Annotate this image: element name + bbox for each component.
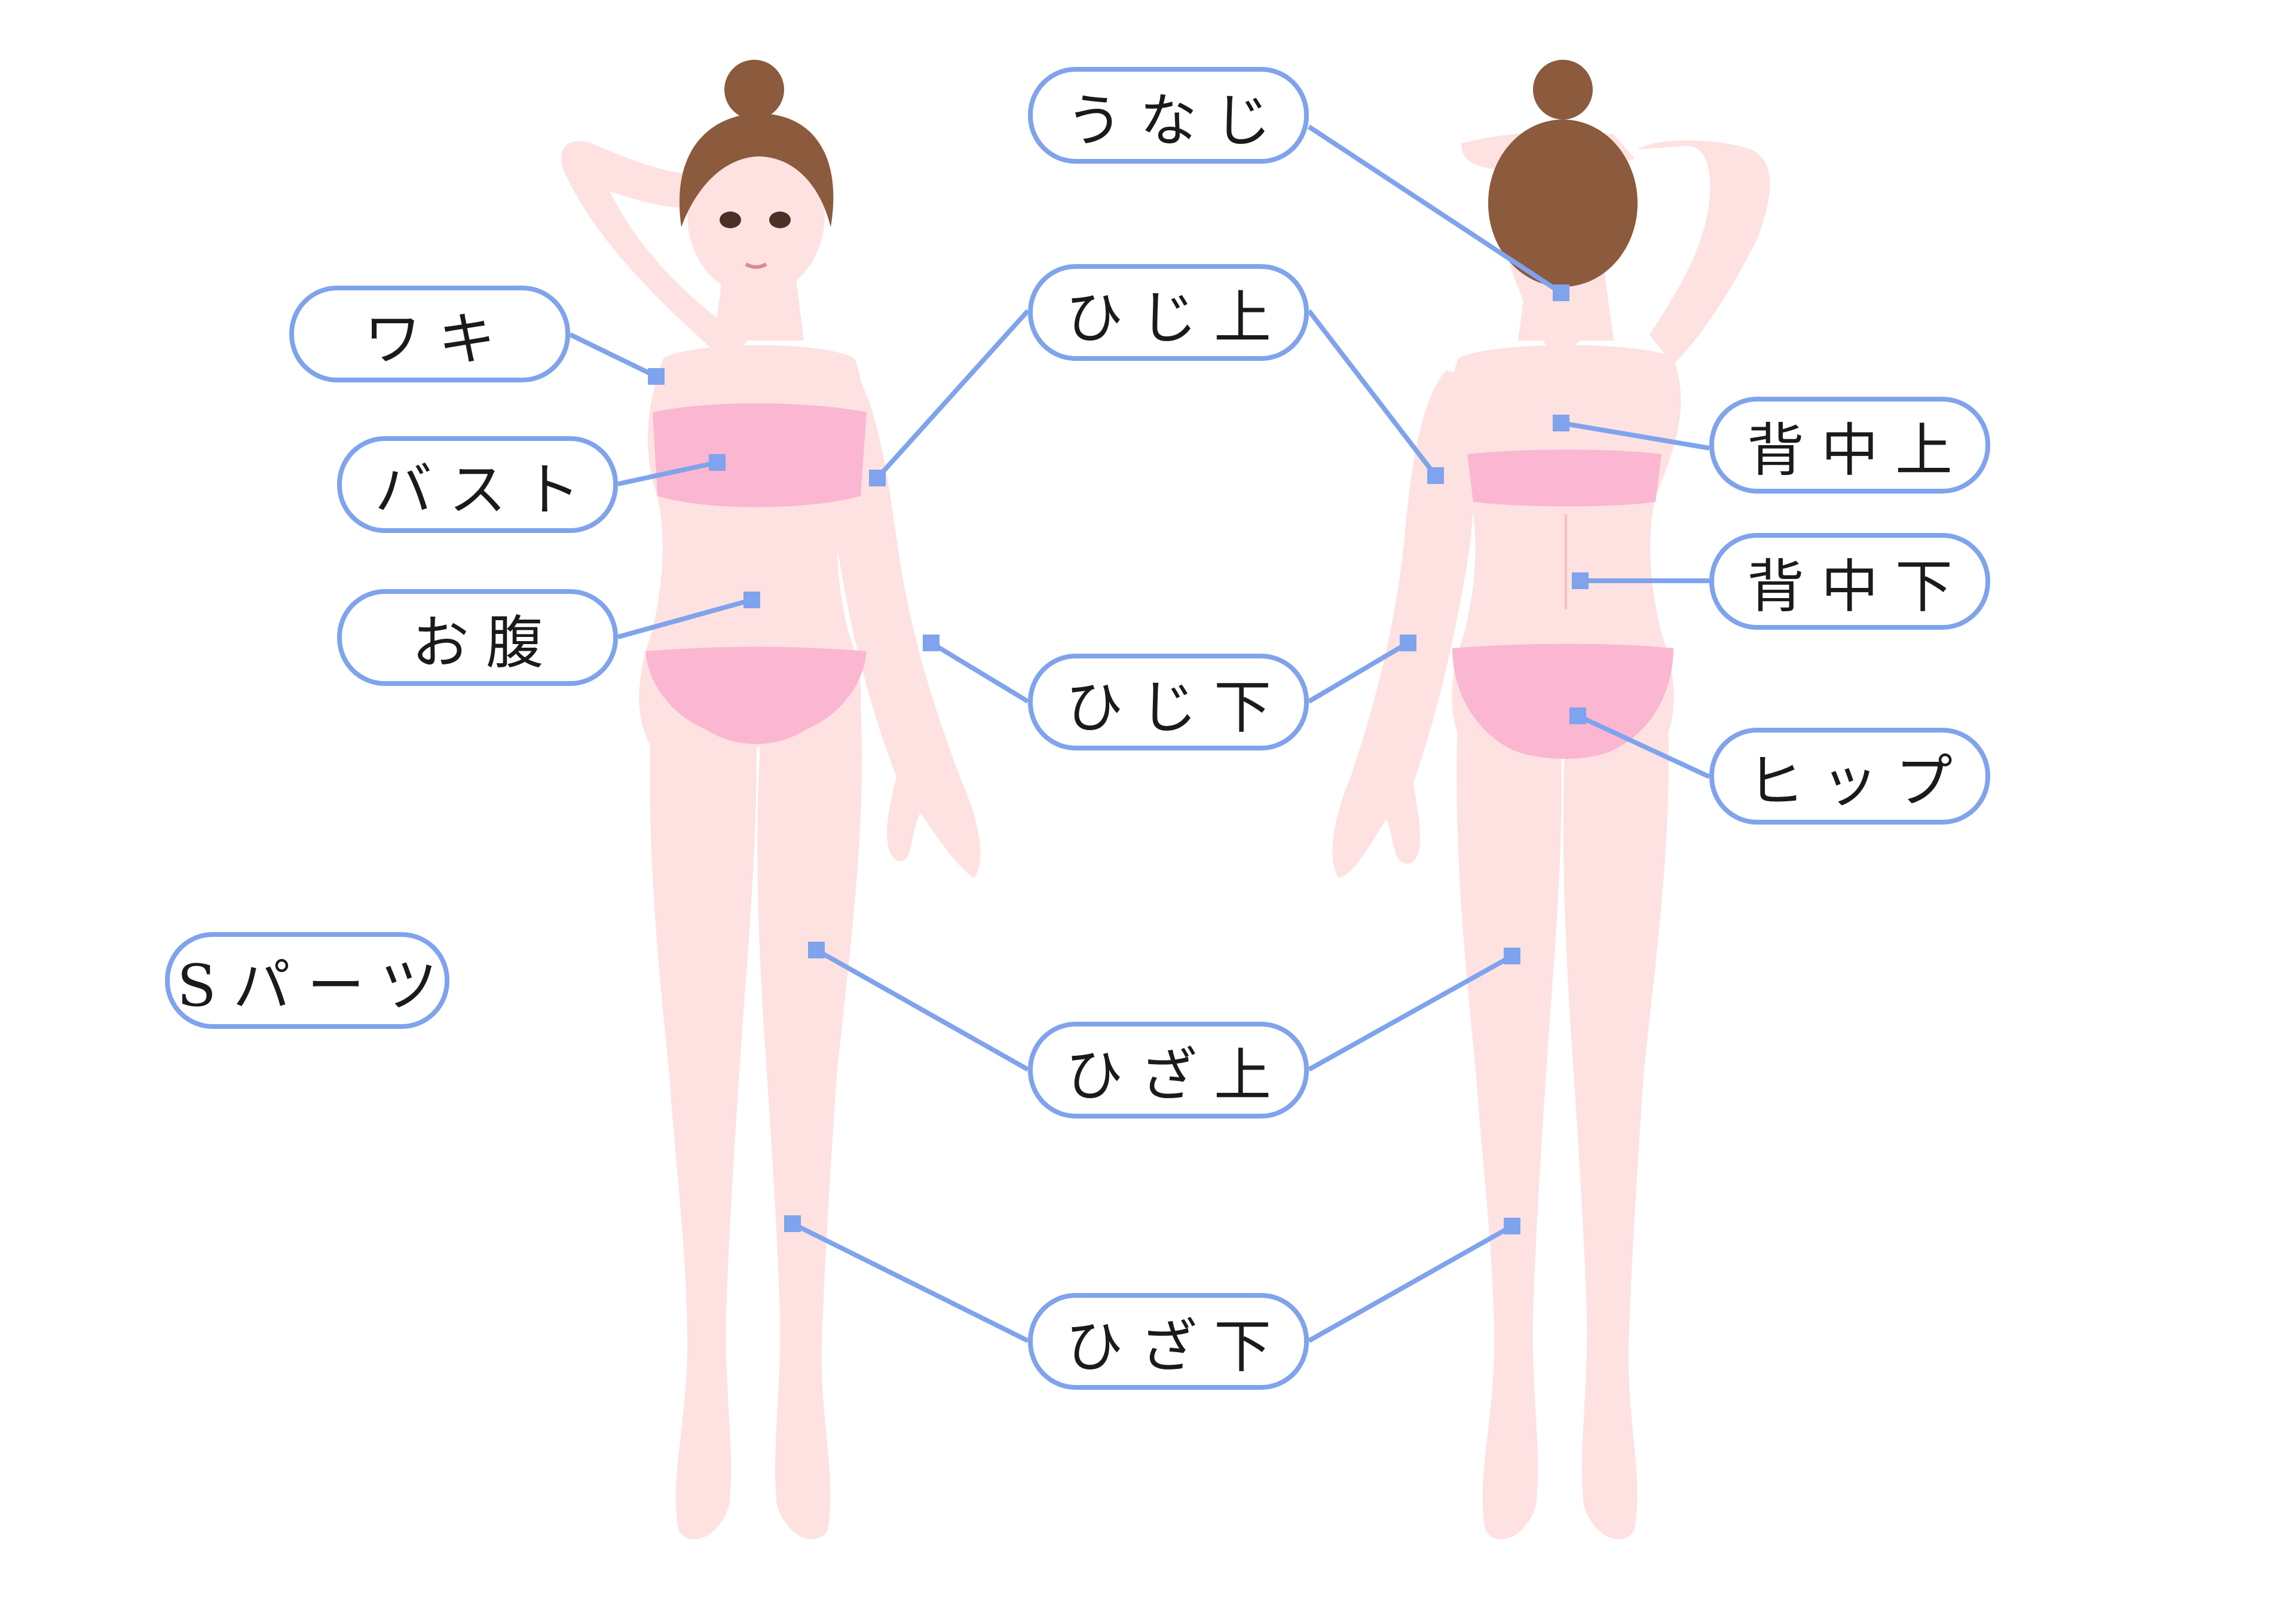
label-senaka-ue-text: 背中上 <box>1747 416 1969 484</box>
connector-bust <box>617 460 718 486</box>
label-hiji-shita-text: ひじ下 <box>1066 673 1288 741</box>
front-hair <box>679 114 834 227</box>
label-hiji-ue-text: ひじ上 <box>1066 284 1288 351</box>
label-bust-text: バスト <box>375 456 597 523</box>
label-waki-text: ワキ <box>364 305 512 373</box>
back-hair <box>1488 119 1638 287</box>
back-right-leg <box>1563 705 1669 1540</box>
label-senaka-shita[interactable]: 背中下 <box>1709 533 1990 630</box>
label-hiji-shita[interactable]: ひじ下 <box>1028 654 1309 750</box>
connector-hiza-shita-back-endpoint <box>1504 1218 1520 1234</box>
front-right-leg <box>757 705 862 1540</box>
label-waki[interactable]: ワキ <box>289 286 570 382</box>
connector-onaka <box>617 597 753 639</box>
label-unaji[interactable]: うなじ <box>1028 67 1309 164</box>
label-senaka-ue[interactable]: 背中上 <box>1709 397 1990 494</box>
woman-back-figure <box>1332 60 1770 1540</box>
back-hair-bun <box>1533 60 1593 119</box>
label-hiza-ue-text: ひざ上 <box>1066 1041 1288 1109</box>
connector-hiji-ue-back-endpoint <box>1427 467 1444 484</box>
woman-front-figure <box>561 60 981 1540</box>
front-panties <box>645 646 867 744</box>
connector-hip <box>1577 713 1710 779</box>
connector-hiji-ue-front-endpoint <box>869 470 886 486</box>
connector-hiza-ue-back-endpoint <box>1504 948 1520 964</box>
connector-hiza-ue-back <box>1308 954 1513 1072</box>
connector-waki <box>569 332 657 379</box>
connector-senaka-ue-endpoint <box>1553 415 1569 431</box>
connector-hiji-shita-front <box>929 641 1030 704</box>
label-hip[interactable]: ヒップ <box>1709 728 1990 825</box>
front-mouth <box>745 262 767 269</box>
connector-hiza-ue-front <box>815 948 1029 1072</box>
connector-unaji <box>1307 124 1563 295</box>
connector-waki-endpoint <box>648 368 665 385</box>
label-hiza-shita-text: ひざ下 <box>1066 1313 1288 1380</box>
connector-hip-endpoint <box>1569 707 1586 724</box>
label-hiji-ue[interactable]: ひじ上 <box>1028 264 1309 361</box>
connector-lines <box>569 124 1710 1343</box>
connector-hiza-shita-front <box>791 1221 1029 1343</box>
back-raised-arm-right <box>1638 140 1770 364</box>
front-eye-right <box>769 212 791 228</box>
front-bra <box>653 403 867 507</box>
label-onaka[interactable]: お腹 <box>337 589 618 686</box>
back-panties <box>1452 644 1673 759</box>
connector-hiji-shita-front-endpoint <box>923 635 940 651</box>
connector-hiji-shita-back-endpoint <box>1400 635 1416 651</box>
label-hiza-ue[interactable]: ひざ上 <box>1028 1022 1309 1119</box>
connector-bust-endpoint <box>709 454 726 471</box>
connector-hiza-shita-front-endpoint <box>784 1215 801 1232</box>
back-bra <box>1467 449 1661 507</box>
front-face <box>687 134 825 296</box>
connector-hiji-ue-back <box>1306 309 1438 477</box>
label-unaji-text: うなじ <box>1066 87 1288 154</box>
connector-unaji-endpoint <box>1553 284 1569 301</box>
back-left-leg <box>1456 705 1562 1540</box>
label-senaka-shita-text: 背中下 <box>1747 553 1969 620</box>
connector-senaka-shita-endpoint <box>1572 572 1589 589</box>
label-hiza-shita[interactable]: ひざ下 <box>1028 1293 1309 1390</box>
connector-hiza-ue-front-endpoint <box>808 942 825 958</box>
label-hip-text: ヒップ <box>1747 747 1969 815</box>
label-onaka-text: お腹 <box>412 609 560 676</box>
front-eye-left <box>720 212 741 228</box>
label-bust[interactable]: バスト <box>337 436 618 533</box>
connector-onaka-endpoint <box>743 592 760 608</box>
connector-hiza-shita-back <box>1308 1224 1513 1343</box>
connector-hiji-ue-front <box>876 309 1030 480</box>
connector-senaka-ue <box>1560 421 1710 451</box>
label-s-parts[interactable]: Sパーツ <box>165 932 449 1029</box>
connector-hiji-shita-back <box>1307 641 1410 704</box>
front-hair-bun <box>724 60 784 119</box>
label-s-parts-text: Sパーツ <box>177 952 454 1019</box>
front-left-leg <box>650 705 757 1540</box>
back-hanging-arm <box>1332 370 1494 878</box>
